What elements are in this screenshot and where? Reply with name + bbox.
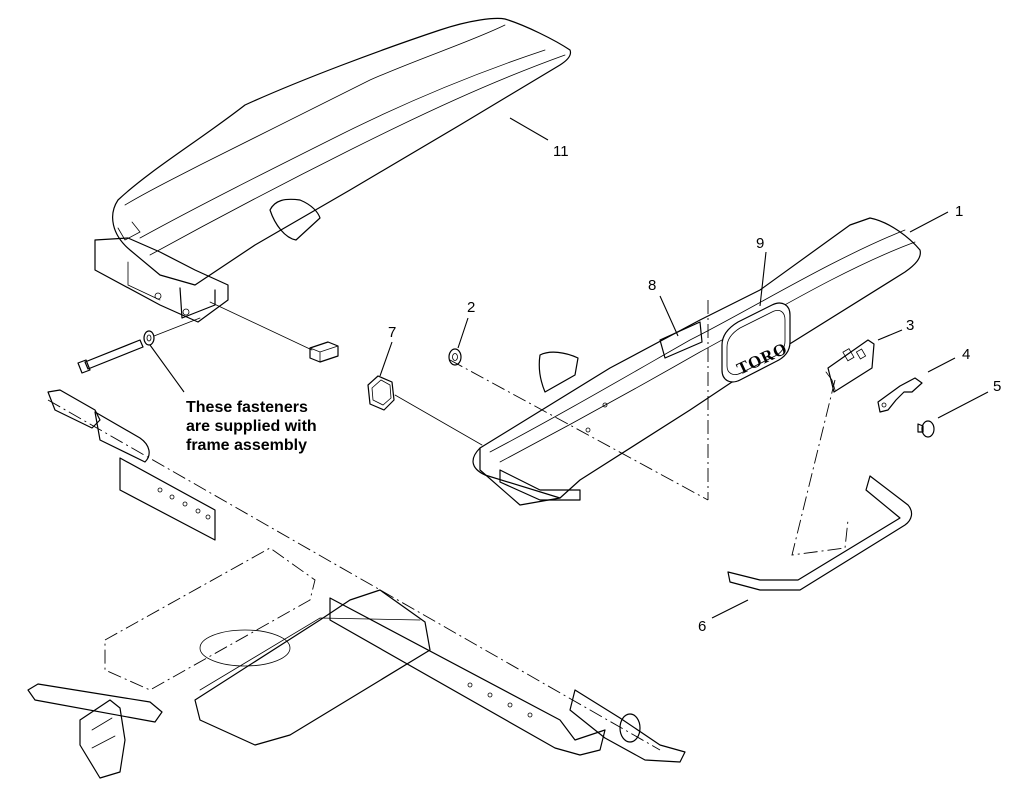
callout-7: 7 [388,324,396,341]
fastener-note-line1: These fasteners [186,399,308,416]
callout-5: 5 [993,378,1001,395]
bolt-and-washer [77,317,201,393]
seat-frame [27,389,686,779]
callout-8: 8 [648,277,656,294]
callout-3: 3 [906,317,914,334]
note-leader [149,344,185,393]
fastener-note-line2: are supplied with [186,418,317,435]
bracket-3 [825,339,875,393]
callout-4: 4 [962,346,970,363]
callout-2: 2 [467,299,475,316]
armrest-1 [472,217,921,506]
rod-6 [727,475,913,591]
callout-11: 11 [553,143,569,160]
callout-6: 6 [698,618,706,635]
armrest-assembly-11 [94,17,572,363]
latch-4 [877,377,923,413]
nut-2 [448,348,462,366]
callout-numbers: 11 1 9 8 2 7 3 4 5 6 [388,143,1001,635]
callout-1: 1 [955,203,963,220]
callout-leaders [379,117,989,619]
pin-5 [917,420,935,438]
toro-decal-9: TORO [721,302,791,383]
callout-9: 9 [756,235,764,252]
fastener-note: These fasteners are supplied with frame … [186,398,317,455]
fastener-note-line3: frame assembly [186,437,307,454]
assembly-phantom-lines [449,300,849,556]
plug-7 [367,375,483,446]
